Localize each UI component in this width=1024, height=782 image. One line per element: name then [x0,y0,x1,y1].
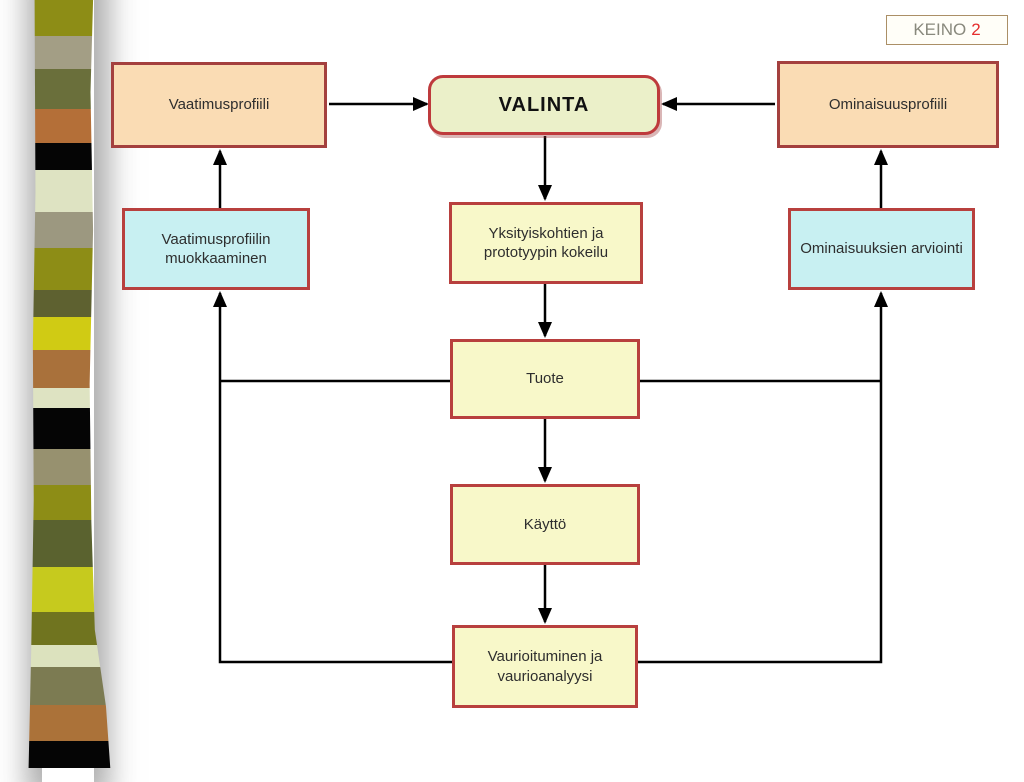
stripe-segment-17 [28,612,111,645]
stripe-segment-8 [28,289,111,317]
stripe-segment-19 [28,666,111,705]
stripe-segment-5 [28,170,111,212]
stripe-segment-11 [28,387,111,408]
keino-tag-number: 2 [971,20,981,39]
node-vaatimusprofiili: Vaatimusprofiili [111,62,327,148]
node-yksityiskohtien-label: Yksityiskohtien ja prototyypin kokeilu [483,224,609,262]
node-valinta-label: VALINTA [498,94,590,116]
stripe-segment-4 [28,143,111,171]
edge-vauriot-to-arviointi-loop [638,291,888,664]
node-tuote: Tuote [450,339,640,419]
stripe-segment-14 [28,485,111,520]
stripe-segment-6 [28,211,111,249]
stripe-segment-0 [28,0,111,37]
node-ominaisuuksien-arviointi: Ominaisuuksien arviointi [788,208,975,290]
node-muokkaaminen-label: Vaatimusprofiilin muokkaaminen [161,230,271,268]
keino-tag-label: KEINO [913,20,967,39]
left-decoration-stripe [28,0,111,768]
stripe-segment-16 [28,566,111,613]
node-vauriot-label: Vaurioituminen ja vaurioanalyysi [487,648,603,685]
stripe-segment-20 [28,704,111,741]
stripe-segment-10 [28,349,111,388]
stripe-segment-1 [28,36,111,69]
node-ominaisuusprofiili-label: Ominaisuusprofiili [828,95,948,113]
stripe-segment-7 [28,248,111,290]
node-yksityiskohtien-kokeilu: Yksityiskohtien ja prototyypin kokeilu [449,202,643,284]
node-kaytto: Käyttö [450,484,640,565]
stripe-segment-2 [28,68,111,109]
stripe-segment-13 [28,449,111,486]
stripe-segment-3 [28,108,111,144]
node-vaatimusprofiili-label: Vaatimusprofiili [168,96,270,114]
node-tuote-label: Tuote [526,370,564,388]
node-arviointi-label: Ominaisuuksien arviointi [800,240,963,258]
node-vaatimusprofiilin-muokkaaminen: Vaatimusprofiilin muokkaaminen [122,208,310,290]
node-ominaisuusprofiili: Ominaisuusprofiili [777,61,999,148]
node-vaurioituminen: Vaurioituminen ja vaurioanalyysi [452,625,638,708]
edge-vauriot-to-muokkaaminen-loop [213,291,452,664]
node-kaytto-label: Käyttö [523,515,567,533]
node-valinta: VALINTA [428,75,660,135]
stripe-segment-15 [28,519,111,567]
stripe-segment-21 [28,740,111,768]
stripe-segment-18 [28,644,111,667]
stripe-segment-12 [28,407,111,450]
keino-tag: KEINO 2 [886,15,1008,45]
stripe-segment-9 [28,316,111,350]
